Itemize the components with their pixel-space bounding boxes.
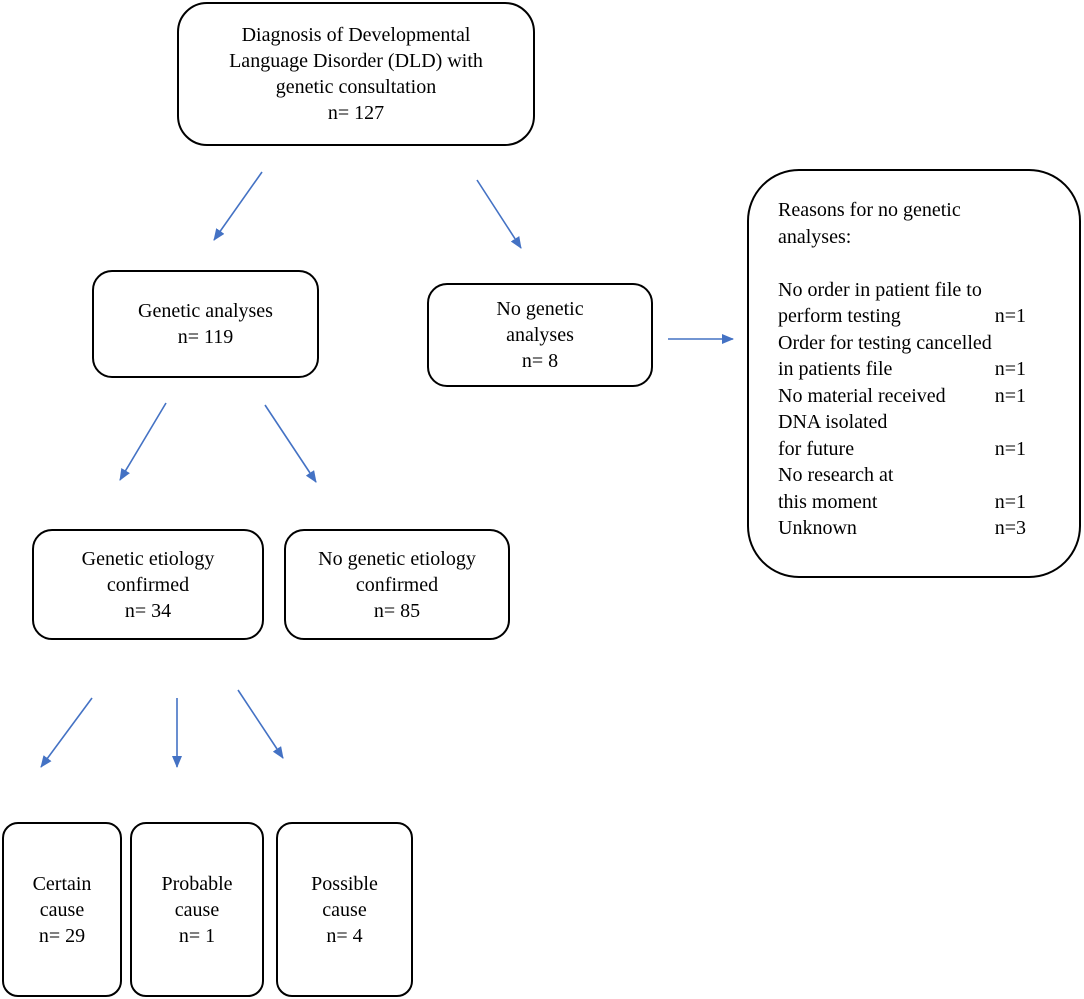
box-text-line: genetic consultation	[275, 76, 437, 98]
box-text-line: Genetic analyses	[138, 300, 273, 322]
reason-label-line: Unknown	[778, 517, 857, 539]
reason-count: n=1	[994, 384, 1026, 407]
box-text-line: Possible	[311, 872, 378, 895]
box-count: n= 34	[124, 599, 172, 622]
reason-row: perform testing n=1	[778, 303, 1026, 330]
reason-row: No material received n=1	[778, 383, 1026, 410]
reason-label-line: this moment	[778, 490, 878, 513]
box-count: n= 1	[178, 924, 216, 947]
reasons-title-line: analyses:	[778, 225, 852, 248]
genetic-analyses-box: Genetic analyses n= 119	[92, 270, 319, 378]
box-text-line: Certain	[32, 872, 92, 895]
reasons-no-genetic-analyses-box: Reasons for no genetic analyses: No orde…	[747, 169, 1081, 578]
reason-row: this moment n=1	[778, 489, 1026, 516]
arrow-root-to-genetic-analyses	[213, 171, 263, 241]
arrow-analyses-to-no-etiology	[264, 404, 317, 483]
reason-count: n=1	[994, 490, 1026, 513]
arrow-confirmed-to-possible	[237, 689, 284, 759]
box-count: n= 4	[326, 924, 363, 947]
arrow-confirmed-to-certain	[40, 697, 93, 768]
reason-row: Unknown n=3	[778, 515, 1026, 542]
box-text-line: cause	[174, 898, 220, 921]
reason-count: n=1	[994, 305, 1026, 327]
probable-cause-box: Probable cause n= 1	[130, 822, 264, 997]
arrow-root-to-no-genetic-analyses	[476, 179, 522, 249]
reason-label-line: for future	[778, 437, 855, 460]
genetic-etiology-confirmed-box: Genetic etiology confirmed n= 34	[32, 529, 264, 640]
box-text-line: No genetic	[496, 298, 584, 320]
arrow-analyses-to-etiology-confirmed	[119, 402, 167, 481]
box-count: n= 119	[177, 326, 234, 348]
no-genetic-analyses-box: No genetic analyses n= 8	[427, 283, 653, 387]
reason-label-line: No research at	[778, 464, 894, 486]
box-count: n= 29	[38, 924, 86, 947]
box-text-line: Diagnosis of Developmental	[241, 24, 471, 46]
box-count: n= 127	[327, 102, 385, 124]
box-text-line: Genetic etiology	[81, 547, 215, 570]
box-count: n= 85	[373, 599, 421, 622]
reason-row: for future n=1	[778, 436, 1026, 463]
box-count: n= 8	[521, 350, 559, 372]
box-text-line: confirmed	[355, 573, 439, 596]
certain-cause-box: Certain cause n= 29	[2, 822, 122, 997]
reason-count: n=1	[994, 358, 1026, 380]
reason-label-line: DNA isolated	[778, 411, 888, 433]
no-genetic-etiology-box: No genetic etiology confirmed n= 85	[284, 529, 510, 640]
reason-label-line: perform testing	[778, 305, 901, 327]
box-text-line: No genetic etiology	[318, 547, 476, 570]
box-text-line: Language Disorder (DLD) with	[229, 50, 483, 72]
box-text-line: confirmed	[106, 573, 190, 596]
reason-row: in patients file n=1	[778, 356, 1026, 383]
reasons-title-line: Reasons for no genetic	[778, 199, 961, 221]
box-text-line: Probable	[161, 872, 233, 895]
reason-label-line: No order in patient file to	[778, 278, 982, 301]
reason-count: n=3	[994, 517, 1026, 539]
dld-diagnosis-box: Diagnosis of Developmental Language Diso…	[177, 2, 535, 146]
reason-label-line: No material received	[778, 384, 946, 407]
box-text-line: cause	[322, 898, 367, 921]
box-text-line: cause	[39, 898, 85, 921]
box-text-line: analyses	[506, 324, 574, 346]
reason-count: n=1	[994, 437, 1026, 460]
reason-label-line: in patients file	[778, 358, 893, 380]
possible-cause-box: Possible cause n= 4	[276, 822, 413, 997]
reason-label-line: Order for testing cancelled	[778, 331, 992, 354]
